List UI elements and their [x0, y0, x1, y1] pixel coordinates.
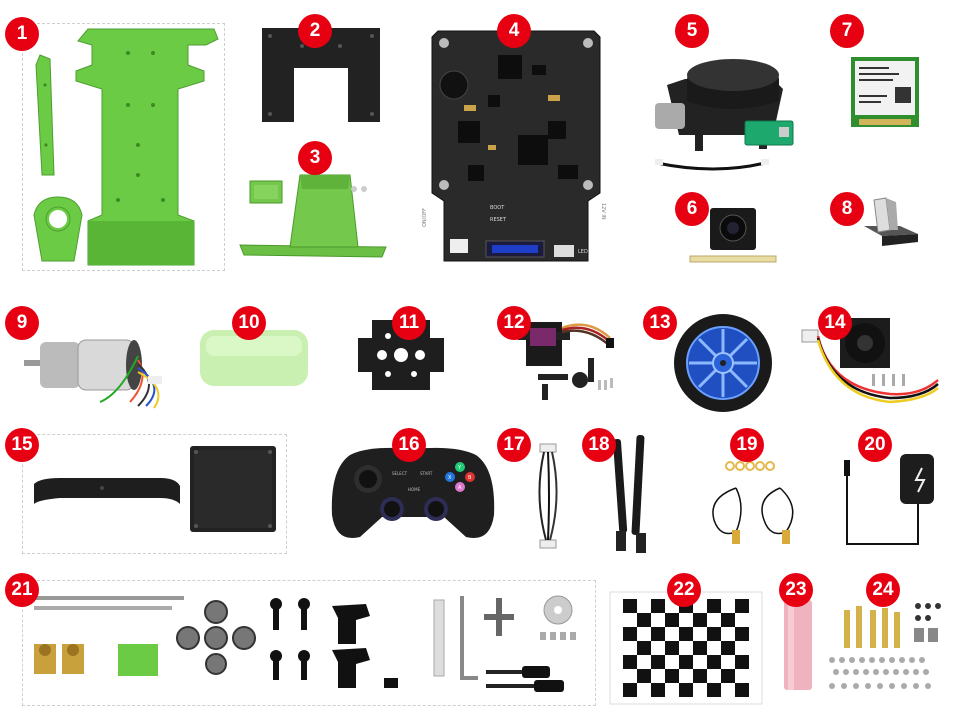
checker-square: [623, 655, 637, 669]
checker-square: [735, 627, 749, 641]
checker-square: [637, 613, 651, 627]
checker-square: [693, 641, 707, 655]
wifi-card-image: [851, 57, 919, 127]
checker-square: [665, 641, 679, 655]
badge-22: 22: [667, 573, 701, 607]
badge-9: 9: [5, 306, 39, 340]
hardware-kit-image: [34, 595, 576, 692]
badge-11: 11: [392, 306, 426, 340]
calibration-checkerboard-image: [609, 591, 763, 705]
home-label: HOME: [408, 487, 421, 492]
checker-square: [651, 599, 665, 613]
badge-5: 5: [675, 14, 709, 48]
face-button-x: X: [448, 475, 452, 481]
wheel-image: [674, 314, 772, 412]
checker-square: [707, 599, 721, 613]
checker-square: [623, 683, 637, 697]
checker-square: [637, 641, 651, 655]
face-button-y: Y: [457, 465, 462, 471]
lidar-image: [655, 59, 794, 171]
checker-square: [623, 627, 637, 641]
checker-square: [637, 669, 651, 683]
badge-19: 19: [730, 428, 764, 462]
badge-12: 12: [497, 306, 531, 340]
badge-15: 15: [5, 428, 39, 462]
checker-square: [651, 655, 665, 669]
checker-square: [721, 669, 735, 683]
checker-square: [707, 655, 721, 669]
checker-square: [679, 627, 693, 641]
checker-square: [721, 613, 735, 627]
boot-label: BOOT: [490, 205, 505, 211]
antennas-image: [613, 435, 646, 553]
screws-standoffs-image: [829, 603, 941, 689]
camera-bracket-image: [239, 174, 387, 258]
black-top-plate-image: [262, 28, 380, 122]
checker-square: [735, 655, 749, 669]
led-label: LED: [578, 249, 588, 255]
badge-4: 4: [497, 14, 531, 48]
badge-10: 10: [232, 306, 266, 340]
gamepad-image: Y X B A SELECT START HOME: [331, 447, 495, 539]
servo-mount-plate-image: [358, 320, 444, 390]
connector-cable-image: [538, 443, 558, 549]
checker-square: [665, 669, 679, 683]
cooling-fan-image: [801, 318, 939, 404]
badge-7: 7: [830, 14, 864, 48]
badge-20: 20: [858, 428, 892, 462]
badge-17: 17: [497, 428, 531, 462]
pink-tube-image: [784, 600, 812, 690]
badge-14: 14: [818, 306, 852, 340]
checker-square: [651, 627, 665, 641]
checker-square: [707, 683, 721, 697]
driver-board-image: BOOT RESET LED ON/OFF 12V IN: [422, 30, 606, 262]
checker-square: [735, 683, 749, 697]
checker-square: [623, 599, 637, 613]
face-button-b: B: [468, 475, 472, 481]
badge-3: 3: [298, 141, 332, 175]
badge-13: 13: [643, 306, 677, 340]
reset-label: RESET: [490, 217, 507, 223]
start-label: START: [420, 471, 433, 476]
checker-square: [707, 627, 721, 641]
badge-2: 2: [298, 14, 332, 48]
switch-label: ON/OFF: [422, 208, 428, 227]
badge-16: 16: [392, 428, 426, 462]
group-border-plates: [22, 23, 225, 271]
checker-square: [721, 641, 735, 655]
group-border-covers: [22, 434, 287, 554]
badge-21: 21: [5, 573, 39, 607]
antenna-cables-image: [712, 461, 794, 544]
checker-square: [651, 683, 665, 697]
badge-18: 18: [582, 428, 616, 462]
badge-23: 23: [779, 573, 813, 607]
checker-square: [735, 599, 749, 613]
group-border-hardware: [22, 580, 596, 706]
gear-motor-image: [24, 339, 162, 409]
select-label: SELECT: [392, 471, 408, 476]
badge-24: 24: [866, 573, 900, 607]
badge-1: 1: [5, 17, 39, 51]
badge-8: 8: [830, 192, 864, 226]
battery-sponge-image: [200, 330, 308, 386]
checker-square: [693, 613, 707, 627]
servo-kit-image: [518, 322, 614, 400]
camera-module-image: [689, 208, 777, 263]
chassis-plate-image: [33, 28, 219, 266]
checker-square: [679, 683, 693, 697]
checker-square: [693, 669, 707, 683]
badge-6: 6: [675, 192, 709, 226]
checker-square: [665, 613, 679, 627]
face-button-a: A: [458, 485, 462, 491]
black-cover-plates-image: [34, 446, 276, 532]
power-adapter-image: [844, 454, 934, 545]
checker-square: [679, 655, 693, 669]
small-bracket-image: [864, 197, 918, 246]
side-label: 12V IN: [600, 203, 606, 220]
